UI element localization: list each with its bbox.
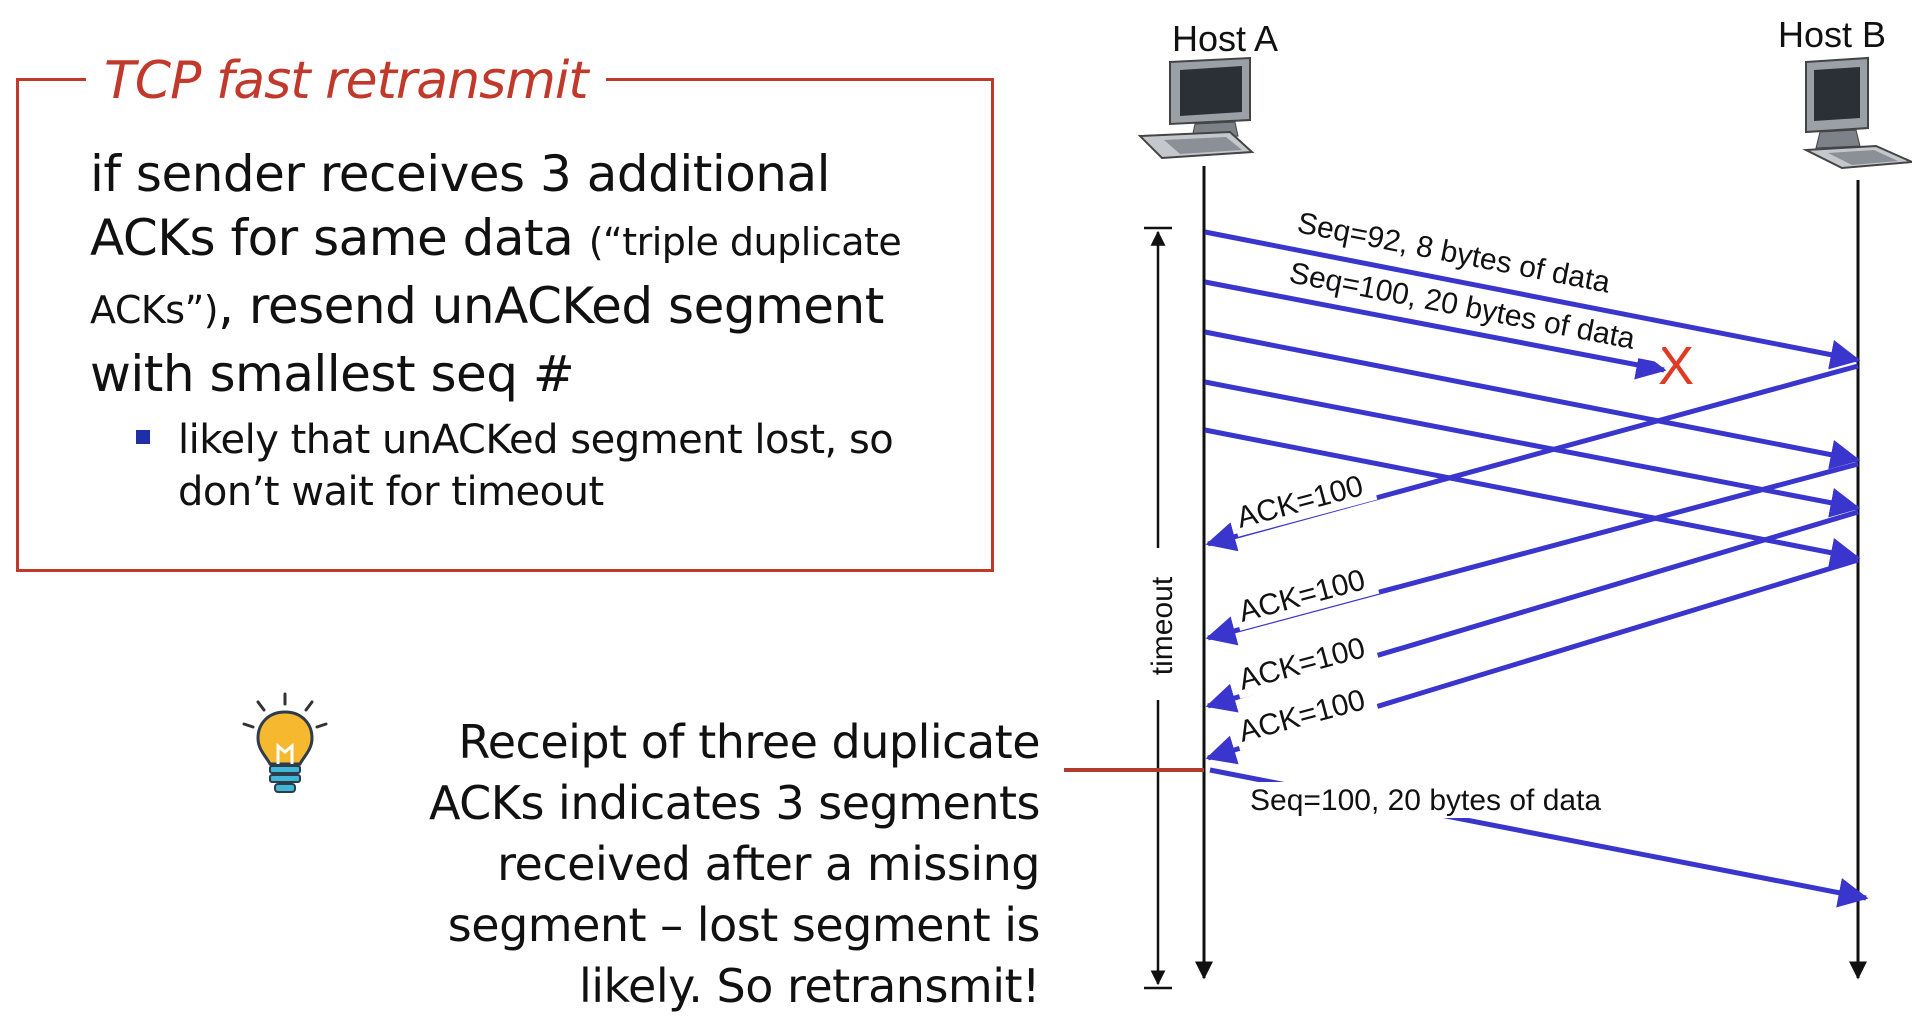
rule-text-triple-dup: (“triple duplicate ACKs”) bbox=[90, 220, 902, 332]
main-rule-text: if sender receives 3 additional ACKs for… bbox=[90, 142, 970, 406]
segment-arrow-5 bbox=[1204, 427, 1861, 568]
segment-arrow-seq100-lost bbox=[1204, 279, 1667, 380]
conclusion-line: segment – lost segment is bbox=[447, 898, 1041, 952]
computer-icon bbox=[1802, 56, 1912, 170]
conclusion-line: likely. So retransmit! bbox=[578, 959, 1041, 1013]
conclusion-line: received after a missing bbox=[497, 837, 1040, 891]
label-retransmit: Seq=100, 20 bytes of data bbox=[1250, 784, 1601, 817]
segment-arrow-4 bbox=[1204, 379, 1861, 518]
rule-text-part1: if sender receives 3 additional ACKs for… bbox=[90, 145, 831, 267]
conclusion-line: ACKs indicates 3 segments bbox=[429, 776, 1040, 830]
bullet-square-icon bbox=[136, 430, 150, 444]
rule-text-part3: , resend unACKed segment with smallest s… bbox=[90, 277, 884, 403]
conclusion-text: Receipt of three duplicate ACKs indicate… bbox=[380, 712, 1040, 1017]
timeout-label: timeout bbox=[1146, 576, 1179, 675]
host-b-label: Host B bbox=[1778, 14, 1887, 55]
loss-x-mark: X bbox=[1658, 336, 1694, 396]
ack-label: ACK=100 bbox=[1233, 469, 1366, 534]
segment-arrow-seq92 bbox=[1204, 229, 1861, 370]
segment-arrow-3 bbox=[1204, 329, 1861, 470]
host-a-label: Host A bbox=[1172, 18, 1279, 59]
lightbulb-icon bbox=[242, 692, 328, 793]
bullet-text: likely that unACKed segment lost, so don… bbox=[178, 417, 894, 515]
computer-icon bbox=[1137, 56, 1255, 160]
conclusion-line: Receipt of three duplicate bbox=[458, 715, 1040, 769]
slide-title: TCP fast retransmit bbox=[86, 48, 606, 114]
ack-label: ACK=100 bbox=[1235, 563, 1368, 628]
